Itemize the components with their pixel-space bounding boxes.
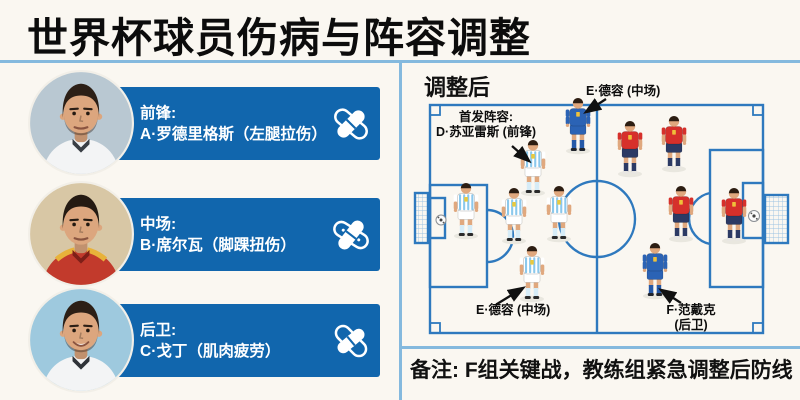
label-e-dejong-top: E·德容 (中场): [586, 84, 661, 98]
note-text: 备注: F组关键战，教练组紧急调整后防线: [410, 359, 793, 382]
title-divider: [0, 60, 800, 63]
crossed-plaster-icon: [334, 324, 368, 357]
position-label: 后卫:: [140, 321, 177, 339]
football-pitch: [400, 62, 800, 400]
annotation-arrows: [496, 98, 682, 305]
players-layer: [453, 98, 747, 303]
syringe-bandage-icon: [334, 107, 368, 140]
player-figure-argentina: [520, 140, 546, 197]
injury-card-forward: 前锋: A·罗德里格斯（左腿拉伤）: [112, 87, 380, 160]
player-figure-spain: [617, 121, 643, 178]
panel-header: 调整后: [424, 75, 491, 100]
player-figure-adjusted: [565, 98, 591, 155]
label-f-vandijk: F·范戴克 (后卫): [666, 303, 716, 332]
injury-detail: C·戈丁（肌肉疲劳）: [140, 342, 281, 360]
injury-card-text: 中场: B·席尔瓦（脚踝扭伤）: [140, 214, 296, 256]
position-label: 前锋:: [140, 104, 177, 122]
injury-card-midfielder: 中场: B·席尔瓦（脚踝扭伤）: [112, 198, 380, 271]
injury-detail: A·罗德里格斯（左腿拉伤）: [140, 125, 327, 143]
player-figure-spain: [668, 185, 694, 243]
label-e-dejong-bottom: E·德容 (中场): [476, 303, 551, 317]
injury-card-defender: 后卫: C·戈丁（肌肉疲劳）: [112, 304, 380, 377]
player-photo-midfielder: [27, 181, 134, 287]
player-figure-argentina: [453, 183, 479, 240]
player-figure-argentina: [519, 246, 545, 303]
player-figure-spain: [721, 188, 747, 245]
injury-detail: B·席尔瓦（脚踝扭伤）: [140, 236, 296, 254]
player-photo-defender: [27, 287, 134, 393]
injury-card-text: 前锋: A·罗德里格斯（左腿拉伤）: [140, 103, 327, 145]
right-goal-net: [763, 193, 790, 245]
note-divider: [402, 346, 800, 349]
label-starting-lineup: 首发阵容: D·苏亚雷斯 (前锋): [436, 110, 536, 139]
page-title: 世界杯球员伤病与阵容调整: [27, 15, 531, 61]
left-goal-net: [413, 191, 430, 245]
player-figure-argentina: [546, 186, 572, 243]
column-divider: [399, 62, 402, 400]
player-figure-argentina: [501, 188, 527, 245]
position-label: 中场:: [140, 215, 177, 233]
crossed-bandage-icon: [333, 220, 369, 249]
player-photo-forward: [27, 70, 134, 176]
player-figure-spain: [661, 115, 687, 173]
footballs: [435, 210, 760, 226]
injury-card-text: 后卫: C·戈丁（肌肉疲劳）: [140, 320, 280, 362]
